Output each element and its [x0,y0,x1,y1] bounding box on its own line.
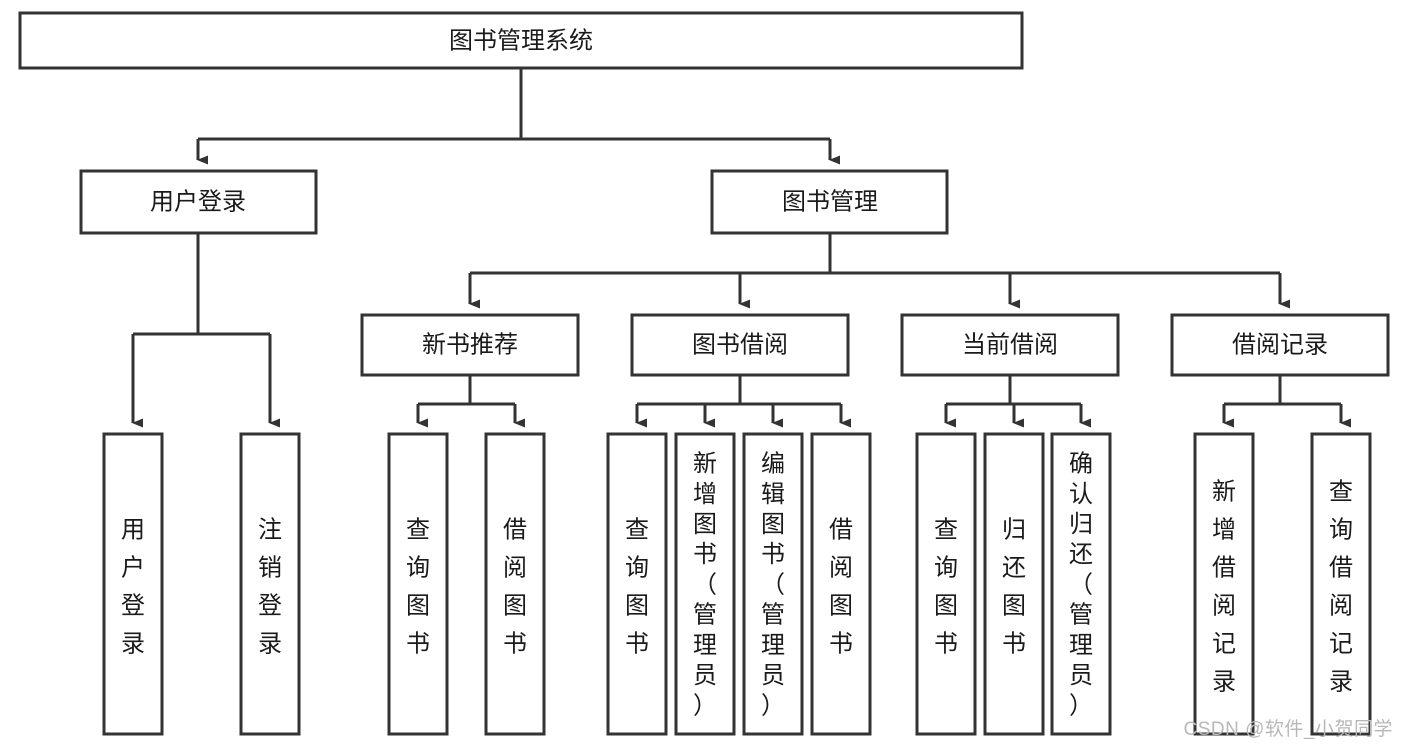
node-leaf-logout-login-box[interactable] [239,432,301,736]
node-root-box[interactable] [18,11,1024,70]
node-leaf-borrow-book-box[interactable] [810,432,872,736]
node-leaf-add-borrow-record-box[interactable] [1193,432,1255,736]
node-book-manage[interactable]: 图书管理 [710,169,949,235]
node-borrow-records[interactable]: 借阅记录 [1170,313,1390,377]
node-new-book-recommend-label: 新书推荐 [422,331,518,358]
node-root-label: 图书管理系统 [449,27,593,54]
node-borrow-records-box[interactable] [1170,313,1390,377]
node-leaf-query-book-current-box[interactable] [915,432,977,736]
node-leaf-return-book[interactable]: 归还图书 [983,432,1045,736]
node-leaf-return-book-label: 归还图书 [1002,517,1026,658]
node-user-login-box[interactable] [79,169,318,235]
connector-layer [131,68,1351,428]
node-borrow-records-label: 借阅记录 [1232,331,1328,358]
node-current-borrow-box[interactable] [900,313,1120,377]
node-leaf-confirm-return-admin[interactable]: 确认归还（管理员） [1050,432,1112,736]
node-leaf-edit-book-admin-label: 编辑图书（管理员） [761,451,785,720]
node-leaf-borrow-book-recommend[interactable]: 借阅图书 [484,432,546,736]
node-leaf-user-login-box[interactable] [102,432,164,736]
node-current-borrow-label: 当前借阅 [962,331,1058,358]
node-leaf-confirm-return-admin-box[interactable] [1050,432,1112,736]
node-leaf-query-book-recommend[interactable]: 查询图书 [387,432,449,736]
node-current-borrow[interactable]: 当前借阅 [900,313,1120,377]
node-leaf-query-book-current[interactable]: 查询图书 [915,432,977,736]
node-book-manage-box[interactable] [710,169,949,235]
node-book-manage-label: 图书管理 [782,188,878,215]
node-leaf-query-book-recommend-label: 查询图书 [406,517,430,658]
node-root[interactable]: 图书管理系统 [18,11,1024,70]
node-user-login-label: 用户登录 [150,188,246,215]
node-leaf-query-book-current-label: 查询图书 [934,517,958,658]
node-leaf-query-borrow-record-box[interactable] [1310,432,1372,736]
node-book-borrow[interactable]: 图书借阅 [630,313,850,377]
node-leaf-query-borrow-record-label: 查询借阅记录 [1329,479,1353,696]
node-book-borrow-box[interactable] [630,313,850,377]
node-new-book-recommend-box[interactable] [360,313,580,377]
node-leaf-query-book-borrow-box[interactable] [606,432,668,736]
node-leaf-add-borrow-record-label: 新增借阅记录 [1212,479,1236,696]
node-leaf-add-book-admin-label: 新增图书（管理员） [693,451,717,720]
node-leaf-confirm-return-admin-label: 确认归还（管理员） [1069,451,1093,720]
node-leaf-borrow-book[interactable]: 借阅图书 [810,432,872,736]
node-leaf-query-book-borrow-label: 查询图书 [625,517,649,658]
node-user-login[interactable]: 用户登录 [79,169,318,235]
node-leaf-edit-book-admin[interactable]: 编辑图书（管理员） [742,432,804,736]
watermark-text: CSDN @软件_小贺同学 [1183,719,1393,740]
node-leaf-return-book-box[interactable] [983,432,1045,736]
node-leaf-add-book-admin-box[interactable] [674,432,736,736]
node-leaf-logout-login[interactable]: 注销登录 [239,432,301,736]
node-leaf-query-book-recommend-box[interactable] [387,432,449,736]
node-leaf-add-book-admin[interactable]: 新增图书（管理员） [674,432,736,736]
node-leaf-borrow-book-recommend-box[interactable] [484,432,546,736]
node-leaf-query-borrow-record[interactable]: 查询借阅记录 [1310,432,1372,736]
node-leaf-add-borrow-record[interactable]: 新增借阅记录 [1193,432,1255,736]
node-leaf-edit-book-admin-box[interactable] [742,432,804,736]
node-leaf-query-book-borrow[interactable]: 查询图书 [606,432,668,736]
node-leaf-logout-login-label: 注销登录 [258,517,282,658]
node-leaf-borrow-book-recommend-label: 借阅图书 [503,517,527,658]
node-new-book-recommend[interactable]: 新书推荐 [360,313,580,377]
node-book-borrow-label: 图书借阅 [692,331,788,358]
node-leaf-user-login[interactable]: 用户登录 [102,432,164,736]
node-leaf-user-login-label: 用户登录 [121,517,145,658]
node-leaf-borrow-book-label: 借阅图书 [829,517,853,658]
